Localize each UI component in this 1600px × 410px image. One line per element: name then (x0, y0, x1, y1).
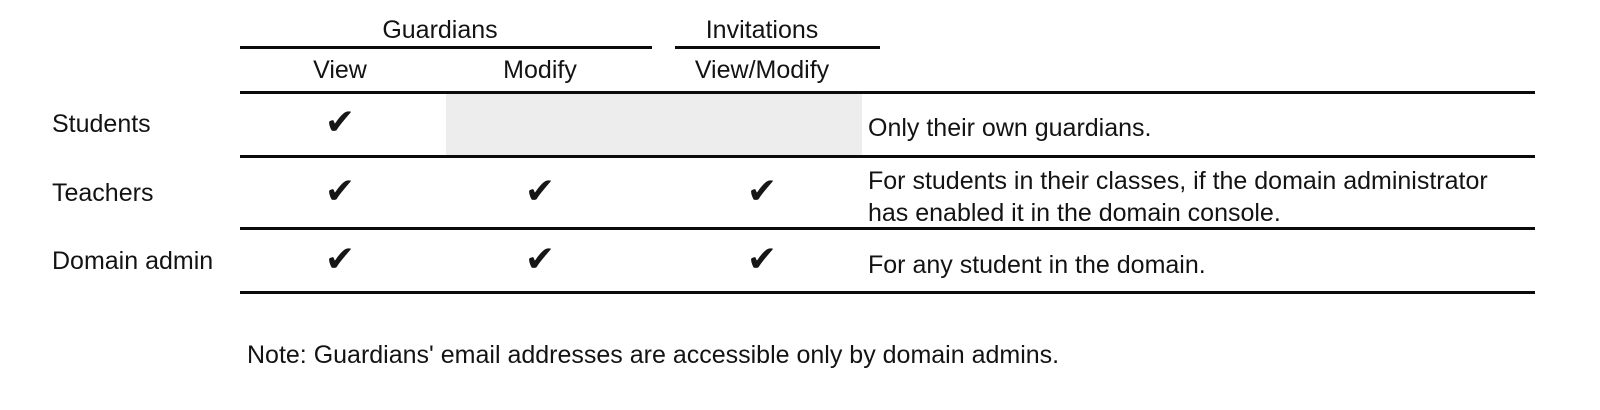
column-group-label-invitations: Invitations (705, 16, 819, 44)
column-group-rule-guardians (240, 46, 652, 49)
table-rule-top (240, 91, 1535, 94)
row-description-teachers: For students in their classes, if the do… (868, 167, 1488, 227)
checkmark-icon-teachers-guardians-view: ✔ (324, 171, 356, 212)
checkmark-icon-teachers-invitations-view-modify: ✔ (746, 171, 778, 212)
row-label-teachers: Teachers (52, 179, 154, 207)
column-group-rule-invitations (675, 46, 880, 49)
table-rule-students (240, 155, 1535, 158)
checkmark-icon-domain-admin-guardians-modify: ✔ (524, 239, 556, 280)
empty-cell-shading-students (446, 94, 862, 155)
column-header-view-modify: View/Modify (694, 56, 830, 84)
table-footnote: Note: Guardians' email addresses are acc… (247, 341, 1060, 369)
row-label-domain-admin: Domain admin (52, 247, 214, 275)
row-label-students: Students (52, 110, 151, 138)
checkmark-icon-domain-admin-invitations-view-modify: ✔ (746, 239, 778, 280)
row-description-students: Only their own guardians. (868, 114, 1152, 142)
table-rule-teachers (240, 227, 1535, 230)
table-rule-bottom (240, 291, 1535, 294)
column-header-view: View (313, 56, 367, 84)
row-description-domain-admin: For any student in the domain. (868, 251, 1206, 279)
column-header-modify: Modify (503, 56, 577, 84)
checkmark-icon-domain-admin-guardians-view: ✔ (324, 239, 356, 280)
column-group-label-guardians: Guardians (382, 16, 498, 44)
checkmark-icon-teachers-guardians-modify: ✔ (524, 171, 556, 212)
checkmark-icon-students-guardians-view: ✔ (324, 102, 356, 143)
